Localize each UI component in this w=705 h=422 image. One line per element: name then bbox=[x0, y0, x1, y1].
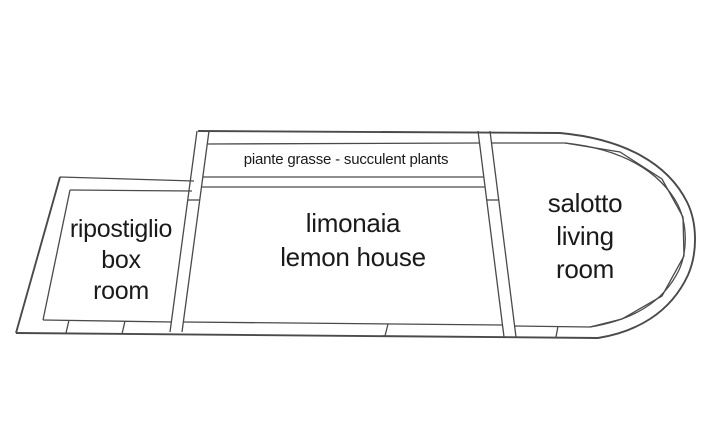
label-living-room-line1: salotto bbox=[547, 188, 623, 218]
label-lemon-house-line2: lemon house bbox=[280, 242, 426, 272]
bottom-wall-tick-2 bbox=[121, 320, 126, 335]
apse-outer-curve bbox=[559, 132, 696, 339]
label-box-room-line3: room bbox=[93, 277, 149, 305]
label-box-room-line2: box bbox=[101, 246, 141, 274]
inner-bottom-wall-right bbox=[513, 325, 591, 328]
wall-limonaia-salotto-right bbox=[489, 130, 517, 338]
bottom-wall-tick-1 bbox=[65, 319, 70, 334]
label-lemon-house-line1: limonaia bbox=[305, 208, 401, 238]
inner-bottom-wall-middle bbox=[183, 321, 503, 326]
apse-facet-chords bbox=[564, 142, 685, 328]
wall-limonaia-salotto-left bbox=[477, 130, 505, 338]
label-living-room: salotto living room bbox=[548, 187, 623, 286]
boxroom-top-wall-outer bbox=[59, 176, 195, 182]
label-succulent-plants: piante grasse - succulent plants bbox=[244, 151, 449, 169]
wall-boxroom-limonaia-right bbox=[181, 130, 210, 333]
outer-top-wall bbox=[197, 130, 561, 134]
wall-boxroom-limonaia-left bbox=[169, 130, 198, 333]
label-living-room-line3: room bbox=[555, 254, 615, 284]
label-lemon-house: limonaia lemon house bbox=[280, 206, 426, 274]
label-box-room: ripostiglio box room bbox=[69, 214, 173, 307]
outer-left-wall bbox=[15, 176, 61, 334]
boxroom-left-wall-inner bbox=[42, 189, 71, 321]
boxroom-top-wall-inner bbox=[69, 189, 193, 192]
apse-inner-curve bbox=[564, 142, 686, 328]
inner-bottom-wall-left bbox=[42, 319, 173, 323]
outer-bottom-wall bbox=[15, 332, 599, 339]
bottom-wall-tick-4 bbox=[555, 325, 559, 338]
label-succulent-plants-text: piante grasse - succulent plants bbox=[243, 151, 449, 168]
succulent-strip-top bbox=[206, 142, 481, 145]
label-box-room-line1: ripostiglio bbox=[69, 215, 173, 243]
label-living-room-line2: living bbox=[556, 221, 614, 251]
bottom-wall-tick-3 bbox=[384, 323, 389, 337]
